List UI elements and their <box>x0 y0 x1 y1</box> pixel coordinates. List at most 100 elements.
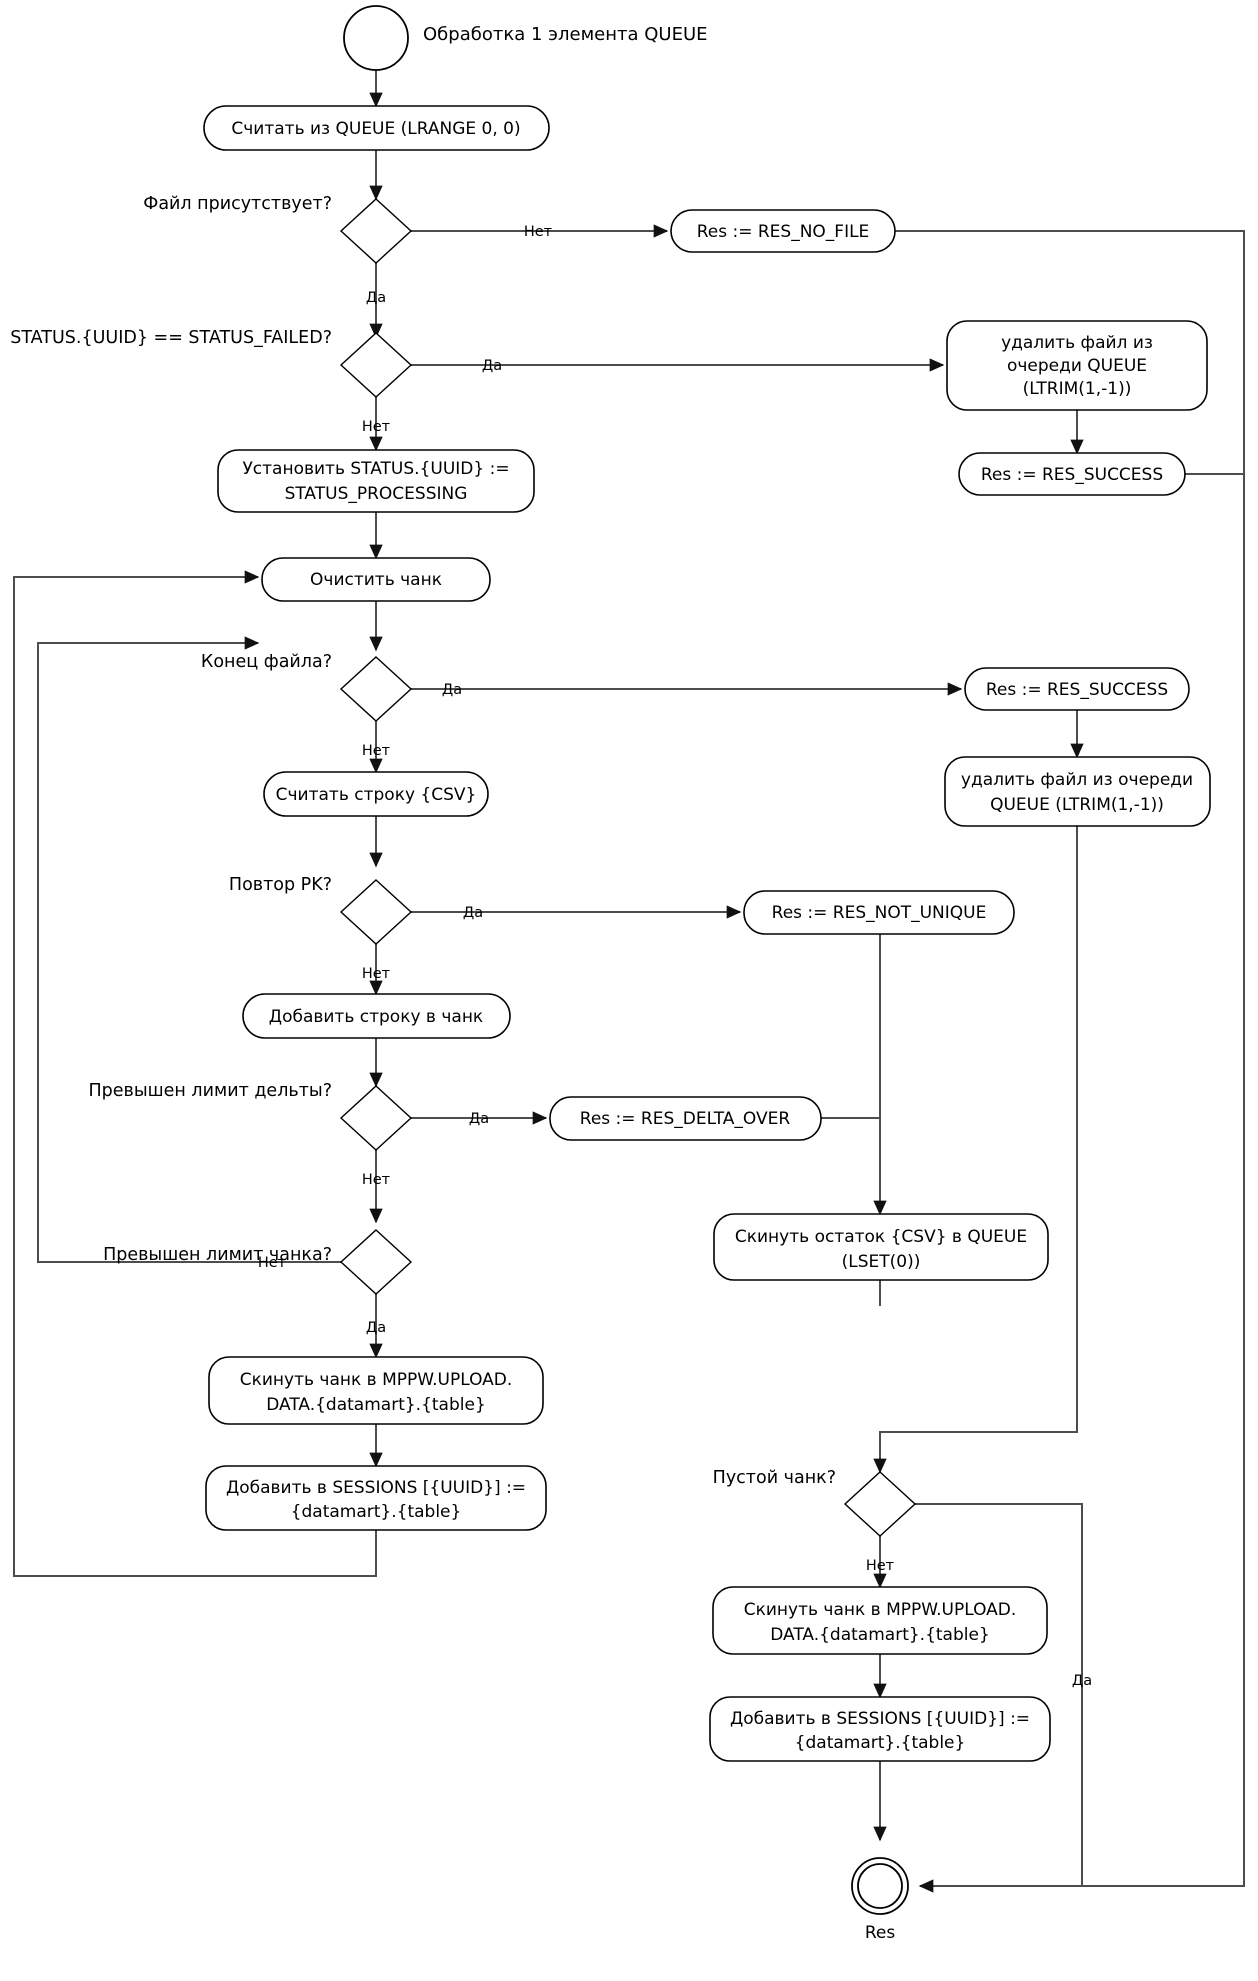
edge-label-empty-chunk-no: Нет <box>866 1558 895 1574</box>
res-success-1-label: Res := RES_SUCCESS <box>981 465 1163 485</box>
empty-chunk-label: Пустой чанк? <box>713 1468 836 1488</box>
add-row-chunk-label: Добавить строку в чанк <box>269 1007 483 1027</box>
edge-label-status-failed-yes: Да <box>482 358 502 374</box>
node-add-row-chunk[interactable]: Добавить строку в чанк <box>242 993 511 1039</box>
add-sessions-1-line2: {datamart}.{table} <box>291 1502 462 1522</box>
res-delta-over-box[interactable] <box>549 1096 822 1141</box>
add-sessions-2-box[interactable] <box>709 1696 1051 1762</box>
upload-chunk-2-line2: DATA.{datamart}.{table} <box>770 1625 990 1645</box>
node-set-status[interactable]: Установить STATUS.{UUID} := STATUS_PROCE… <box>217 449 535 513</box>
delta-limit-diamond[interactable] <box>339 1085 413 1151</box>
node-remove-file-1[interactable]: удалить файл из очереди QUEUE (LTRIM(1,-… <box>946 320 1208 411</box>
res-no-file-box[interactable] <box>670 209 896 253</box>
set-status-box[interactable] <box>217 449 535 513</box>
remove-file-1-line2: очереди QUEUE <box>1007 356 1147 376</box>
set-status-line1: Установить STATUS.{UUID} := <box>242 459 509 479</box>
edge-label-chunk-limit-yes: Да <box>366 1320 386 1336</box>
res-success-2-label: Res := RES_SUCCESS <box>986 680 1168 700</box>
add-sessions-1-box[interactable] <box>205 1465 547 1531</box>
add-sessions-1-line1: Добавить в SESSIONS [{UUID}] := <box>226 1478 526 1498</box>
node-res-delta-over[interactable]: Res := RES_DELTA_OVER <box>549 1096 822 1141</box>
start-circle[interactable] <box>343 5 409 71</box>
add-sessions-2-line2: {datamart}.{table} <box>795 1733 966 1753</box>
read-queue-box[interactable] <box>203 105 550 151</box>
eof-diamond[interactable] <box>339 656 413 722</box>
clear-chunk-box[interactable] <box>261 557 491 602</box>
node-delta-limit[interactable] <box>339 1085 413 1151</box>
upload-chunk-2-box[interactable] <box>712 1586 1048 1655</box>
res-no-file-label: Res := RES_NO_FILE <box>697 222 870 242</box>
node-add-sessions-2[interactable]: Добавить в SESSIONS [{UUID}] := {datamar… <box>709 1696 1051 1762</box>
file-exists-diamond[interactable] <box>339 198 413 264</box>
node-eof[interactable] <box>339 656 413 722</box>
push-rest-queue-line2: (LSET(0)) <box>842 1252 921 1272</box>
add-row-chunk-box[interactable] <box>242 993 511 1039</box>
node-res-success-1[interactable]: Res := RES_SUCCESS <box>958 452 1186 496</box>
read-queue-label: Считать из QUEUE (LRANGE 0, 0) <box>231 119 520 139</box>
node-res-success-2[interactable]: Res := RES_SUCCESS <box>964 667 1190 711</box>
edge-chunk-limit-no-loop <box>37 636 341 1263</box>
edge-label-duplicate-pk-no: Нет <box>362 966 391 982</box>
res-not-unique-box[interactable] <box>743 890 1015 935</box>
node-upload-chunk-2[interactable]: Скинуть чанк в MPPW.UPLOAD. DATA.{datama… <box>712 1586 1048 1655</box>
res-success-1-box[interactable] <box>958 452 1186 496</box>
node-chunk-limit[interactable] <box>339 1229 413 1295</box>
push-rest-queue-line1: Скинуть остаток {CSV} в QUEUE <box>735 1227 1027 1247</box>
remove-file-2-line2: QUEUE (LTRIM(1,-1)) <box>990 795 1164 815</box>
remove-file-2-line1: удалить файл из очереди <box>961 770 1193 790</box>
edge-remove-file-2-to-empty-chunk <box>873 826 1078 1474</box>
remove-file-1-line3: (LTRIM(1,-1)) <box>1023 379 1132 399</box>
chunk-limit-label: Превышен лимит чанка? <box>103 1245 332 1265</box>
read-csv-row-box[interactable] <box>263 771 489 817</box>
node-res-not-unique[interactable]: Res := RES_NOT_UNIQUE <box>743 890 1015 935</box>
edge-label-delta-limit-no: Нет <box>362 1172 391 1188</box>
node-read-queue[interactable]: Считать из QUEUE (LRANGE 0, 0) <box>203 105 550 151</box>
chunk-limit-diamond[interactable] <box>339 1229 413 1295</box>
node-read-csv-row[interactable]: Считать строку {CSV} <box>263 771 489 817</box>
res-not-unique-label: Res := RES_NOT_UNIQUE <box>772 903 987 923</box>
diagram-title: Обработка 1 элемента QUEUE <box>423 24 708 45</box>
upload-chunk-1-line2: DATA.{datamart}.{table} <box>266 1395 486 1415</box>
node-file-exists[interactable] <box>339 198 413 264</box>
push-rest-queue-box[interactable] <box>713 1213 1049 1281</box>
node-clear-chunk[interactable]: Очистить чанк <box>261 557 491 602</box>
edge-label-duplicate-pk-yes: Да <box>463 905 483 921</box>
edge-label-chunk-limit-no: Нет <box>258 1255 287 1271</box>
eof-label: Конец файла? <box>201 652 332 672</box>
node-push-rest-queue[interactable]: Скинуть остаток {CSV} в QUEUE (LSET(0)) <box>713 1213 1049 1281</box>
node-res-no-file[interactable]: Res := RES_NO_FILE <box>670 209 896 253</box>
node-empty-chunk[interactable] <box>843 1471 917 1537</box>
duplicate-pk-diamond[interactable] <box>339 879 413 945</box>
node-start[interactable] <box>343 5 409 71</box>
edge-add-sessions-1-loop <box>13 570 377 1577</box>
remove-file-1-box[interactable] <box>946 320 1208 411</box>
edge-label-file-exists-yes: Да <box>366 290 386 306</box>
read-csv-row-label: Считать строку {CSV} <box>276 785 477 805</box>
clear-chunk-label: Очистить чанк <box>310 570 442 590</box>
edge-label-eof-yes: Да <box>442 682 462 698</box>
status-failed-diamond[interactable] <box>339 332 413 398</box>
edge-label-status-failed-no: Нет <box>362 419 391 435</box>
remove-file-2-box[interactable] <box>944 756 1211 827</box>
set-status-line2: STATUS_PROCESSING <box>285 484 468 504</box>
empty-chunk-diamond[interactable] <box>843 1471 917 1537</box>
node-status-failed[interactable] <box>339 332 413 398</box>
node-end[interactable] <box>851 1857 909 1915</box>
end-circle-inner <box>857 1863 903 1909</box>
edge-label-delta-limit-yes: Да <box>469 1111 489 1127</box>
node-remove-file-2[interactable]: удалить файл из очереди QUEUE (LTRIM(1,-… <box>944 756 1211 827</box>
status-failed-label: STATUS.{UUID} == STATUS_FAILED? <box>10 328 332 348</box>
upload-chunk-1-line1: Скинуть чанк в MPPW.UPLOAD. <box>240 1370 513 1390</box>
duplicate-pk-label: Повтор PK? <box>229 875 332 895</box>
node-duplicate-pk[interactable] <box>339 879 413 945</box>
end-label: Res <box>865 1923 896 1943</box>
connectors <box>13 65 1245 1893</box>
upload-chunk-2-line1: Скинуть чанк в MPPW.UPLOAD. <box>744 1600 1017 1620</box>
delta-limit-label: Превышен лимит дельты? <box>88 1081 332 1101</box>
remove-file-1-line1: удалить файл из <box>1001 333 1153 353</box>
node-add-sessions-1[interactable]: Добавить в SESSIONS [{UUID}] := {datamar… <box>205 1465 547 1531</box>
edge-label-eof-no: Нет <box>362 743 391 759</box>
res-success-2-box[interactable] <box>964 667 1190 711</box>
upload-chunk-1-box[interactable] <box>208 1356 544 1425</box>
node-upload-chunk-1[interactable]: Скинуть чанк в MPPW.UPLOAD. DATA.{datama… <box>208 1356 544 1425</box>
